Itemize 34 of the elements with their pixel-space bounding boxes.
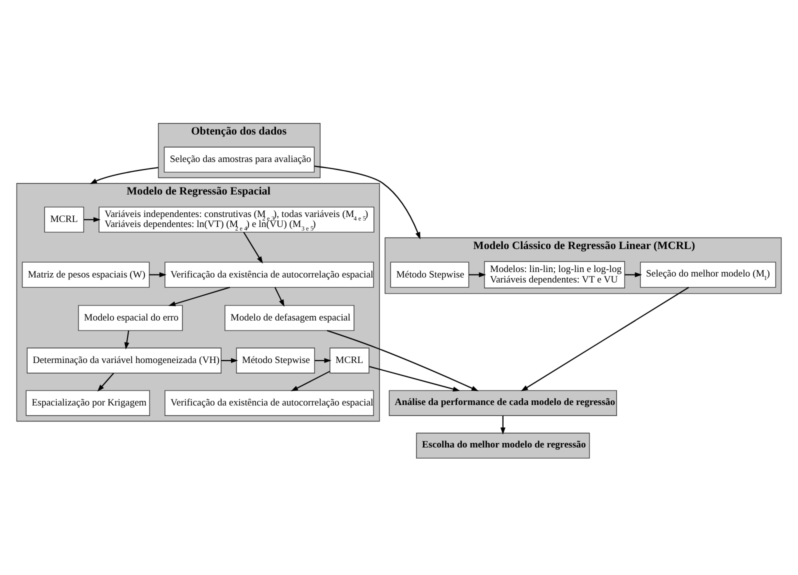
arrow [124, 330, 130, 349]
node-box: MCRL [44, 206, 84, 232]
node-box: MCRL [330, 347, 370, 373]
node-box: Verificação da existência de autocorrelação espacial [164, 261, 374, 288]
node-box: Modelos: lin-lin; log-lin e log-log Variáveis dependentes: VT e VU [484, 260, 626, 288]
node-box: Análise da performance de cada modelo de regressão [388, 390, 617, 416]
node-box: Método Stepwise [390, 261, 470, 288]
arrow [84, 216, 101, 222]
arrow [624, 272, 642, 277]
arrow [500, 415, 506, 434]
arrow [168, 286, 230, 306]
arrow [274, 286, 284, 306]
arrow [468, 272, 486, 277]
arrow [290, 370, 330, 391]
arrow [221, 358, 238, 363]
arrow [314, 165, 420, 239]
arrow [326, 330, 479, 391]
node-box: Seleção das amostras para avaliação [164, 146, 315, 172]
node-box: Seleção do melhor modelo (M$_{1}$) [640, 261, 776, 288]
arrow [314, 358, 332, 363]
node-box: Modelo de defasagem espacial [224, 304, 354, 330]
arrow [369, 366, 460, 391]
node-box: Escolha do melhor modelo de regressão [416, 432, 590, 458]
arrow [149, 272, 167, 277]
arrow [97, 372, 114, 392]
node-box: Modelo espacial do erro [78, 304, 183, 330]
node-box: Método Stepwise [236, 347, 315, 373]
arrow [243, 231, 263, 264]
node-box: Espacialização por Krigagem [26, 390, 150, 416]
arrow [90, 166, 158, 184]
node-box: Verificação da existência de autocorrelação espacial [164, 390, 374, 416]
arrow [520, 286, 690, 391]
node-box: Determinação da variável homogeneizada (VH) [26, 347, 222, 373]
node-box: Matriz de pesos espaciais (W) [22, 261, 150, 288]
